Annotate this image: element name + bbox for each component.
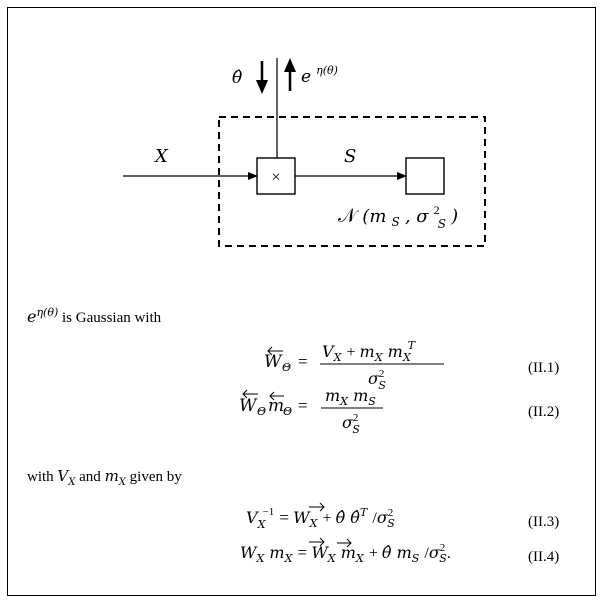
down-arrow (256, 61, 268, 94)
theta-hat-label: θ̂ (232, 68, 242, 88)
input-label: X (153, 146, 169, 167)
gaussian-node-label: 𝒩 (m S , σ 2 S ) (338, 199, 458, 232)
figure-frame (7, 7, 596, 596)
with-text: with VX and mX given by (27, 467, 182, 488)
gaussian-node (405, 157, 445, 195)
product-symbol: × (271, 169, 280, 186)
up-arrow (284, 58, 296, 91)
signal-label: S (344, 146, 356, 167)
message-label: e η(θ) (301, 64, 338, 87)
intro-text: eη(θ) is Gaussian with (27, 306, 162, 326)
dashed-box (218, 116, 486, 247)
